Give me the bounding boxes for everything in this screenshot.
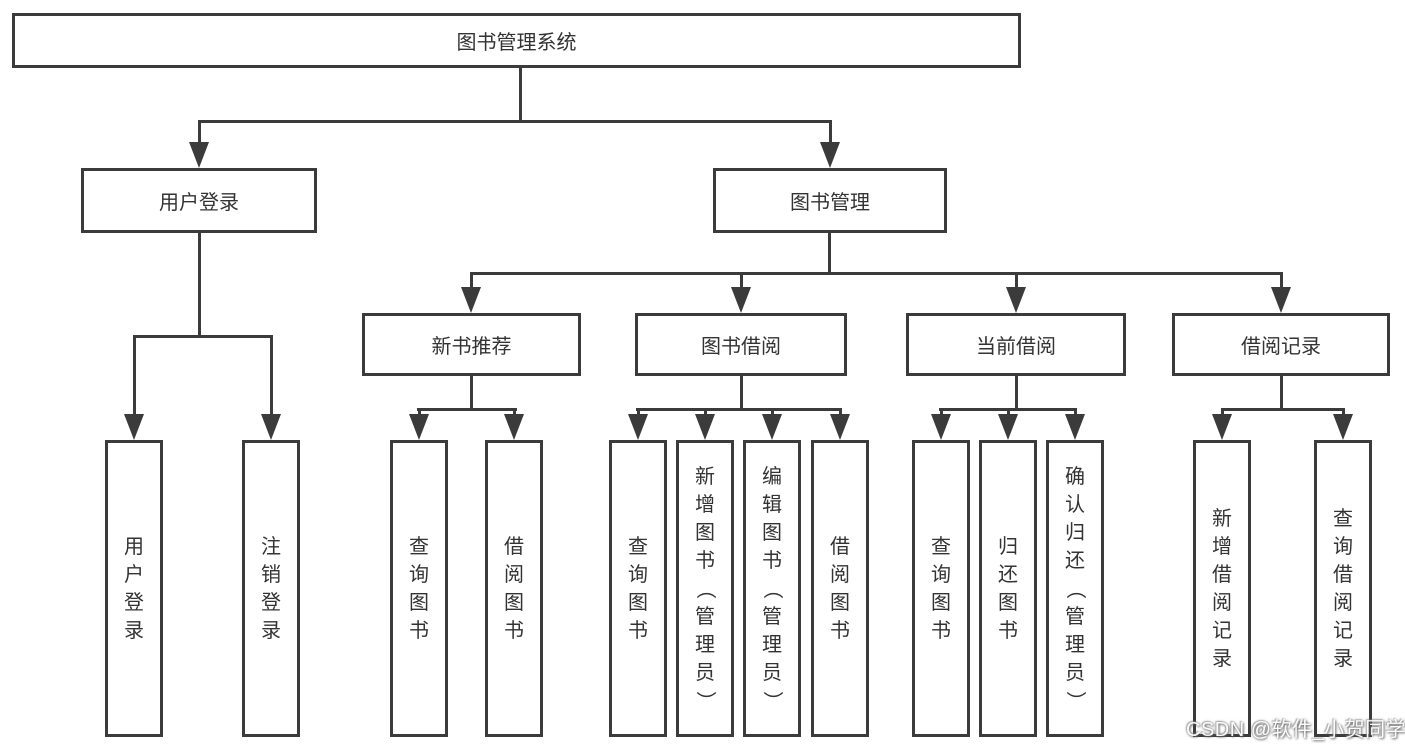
- node-borrowing-records: 借阅记录: [1172, 313, 1390, 376]
- node-label: 图书管理系统: [456, 32, 577, 54]
- arrowhead-down-icon: [931, 414, 951, 440]
- connector-line: [133, 335, 136, 416]
- node-library-management-system: 图书管理系统: [12, 13, 1021, 68]
- arrowhead-down-icon: [695, 414, 715, 440]
- connector-line: [513, 408, 516, 416]
- node-label: 新书推荐: [431, 336, 512, 358]
- leaf-label: 用户登录: [124, 535, 144, 642]
- leaf-label: 借阅图书: [830, 535, 850, 642]
- leaf-label: 归还图书: [998, 535, 1018, 642]
- node-user-login: 用户登录: [81, 168, 317, 233]
- arrowhead-down-icon: [124, 414, 144, 440]
- arrowhead-down-icon: [820, 142, 840, 168]
- node-new-book-recommendation: 新书推荐: [362, 313, 581, 376]
- connector-line: [1015, 376, 1018, 410]
- node-label: 用户登录: [159, 192, 239, 214]
- connector-line: [1015, 272, 1018, 289]
- connector-line: [519, 66, 522, 123]
- leaf-logout: 注销登录: [242, 440, 300, 737]
- leaf-return-book: 归还图书: [979, 440, 1037, 737]
- connector-line: [940, 408, 943, 416]
- connector-line: [771, 408, 774, 416]
- arrowhead-down-icon: [504, 414, 524, 440]
- connector-line: [470, 376, 473, 410]
- leaf-label: 借阅图书: [504, 535, 524, 642]
- arrowhead-down-icon: [189, 142, 209, 168]
- node-label: 图书管理: [790, 192, 870, 214]
- connector-line: [198, 120, 832, 123]
- connector-line: [470, 272, 1283, 275]
- arrowhead-down-icon: [1212, 414, 1232, 440]
- leaf-edit-book-admin: 编辑图书（管理员）: [743, 440, 801, 737]
- leaf-query-books-borrow: 查询图书: [609, 440, 667, 737]
- connector-line: [1221, 408, 1345, 411]
- connector-line: [1007, 408, 1010, 416]
- connector-line: [1342, 408, 1345, 416]
- connector-line: [637, 408, 640, 416]
- node-label: 借阅记录: [1241, 336, 1321, 358]
- connector-line: [704, 408, 707, 416]
- leaf-add-borrow-record: 新增借阅记录: [1193, 440, 1251, 737]
- arrowhead-down-icon: [1006, 287, 1026, 313]
- arrowhead-down-icon: [762, 414, 782, 440]
- leaf-add-book-admin: 新增图书（管理员）: [676, 440, 734, 737]
- connector-line: [133, 335, 273, 338]
- node-book-borrowing: 图书借阅: [635, 313, 847, 376]
- arrowhead-down-icon: [830, 414, 850, 440]
- node-label: 图书借阅: [701, 336, 781, 358]
- node-label: 当前借阅: [976, 336, 1056, 358]
- leaf-user-login: 用户登录: [105, 440, 163, 737]
- connector-line: [1221, 408, 1224, 416]
- leaf-confirm-return-admin: 确认归还（管理员）: [1046, 440, 1104, 737]
- connector-line: [1280, 272, 1283, 289]
- leaf-label: 查询图书: [409, 535, 429, 642]
- leaf-borrow-books-borrow: 借阅图书: [811, 440, 869, 737]
- leaf-label: 注销登录: [261, 535, 281, 642]
- connector-line: [198, 233, 201, 338]
- node-book-management: 图书管理: [713, 168, 947, 233]
- leaf-label: 查询图书: [628, 535, 648, 642]
- connector-line: [270, 335, 273, 416]
- leaf-query-books-current: 查询图书: [912, 440, 970, 737]
- connector-line: [636, 408, 842, 411]
- arrowhead-down-icon: [261, 414, 281, 440]
- arrowhead-down-icon: [628, 414, 648, 440]
- leaf-borrow-books-recommend: 借阅图书: [485, 440, 543, 737]
- leaf-query-books-recommend: 查询图书: [390, 440, 448, 737]
- arrowhead-down-icon: [1065, 414, 1085, 440]
- connector-line: [1280, 376, 1283, 410]
- csdn-watermark: CSDN @软件_小贺同学: [1186, 719, 1405, 741]
- connector-line: [740, 272, 743, 289]
- leaf-label: 编辑图书（管理员）: [761, 465, 783, 711]
- arrowhead-down-icon: [998, 414, 1018, 440]
- leaf-label: 确认归还（管理员）: [1064, 465, 1086, 711]
- connector-line: [417, 408, 517, 411]
- arrowhead-down-icon: [1333, 414, 1353, 440]
- connector-line: [198, 120, 201, 144]
- connector-line: [839, 408, 842, 416]
- arrowhead-down-icon: [1271, 287, 1291, 313]
- connector-line: [829, 120, 832, 144]
- leaf-label: 查询图书: [931, 535, 951, 642]
- leaf-label: 新增图书（管理员）: [694, 465, 716, 711]
- arrowhead-down-icon: [461, 287, 481, 313]
- connector-line: [470, 272, 473, 289]
- leaf-label: 新增借阅记录: [1212, 507, 1232, 670]
- node-current-borrowing: 当前借阅: [906, 313, 1126, 376]
- leaf-label: 查询借阅记录: [1333, 507, 1353, 670]
- connector-line: [418, 408, 421, 416]
- connector-line: [828, 233, 831, 275]
- connector-line: [1074, 408, 1077, 416]
- arrowhead-down-icon: [409, 414, 429, 440]
- leaf-query-borrow-record: 查询借阅记录: [1314, 440, 1372, 737]
- arrowhead-down-icon: [731, 287, 751, 313]
- connector-line: [740, 376, 743, 410]
